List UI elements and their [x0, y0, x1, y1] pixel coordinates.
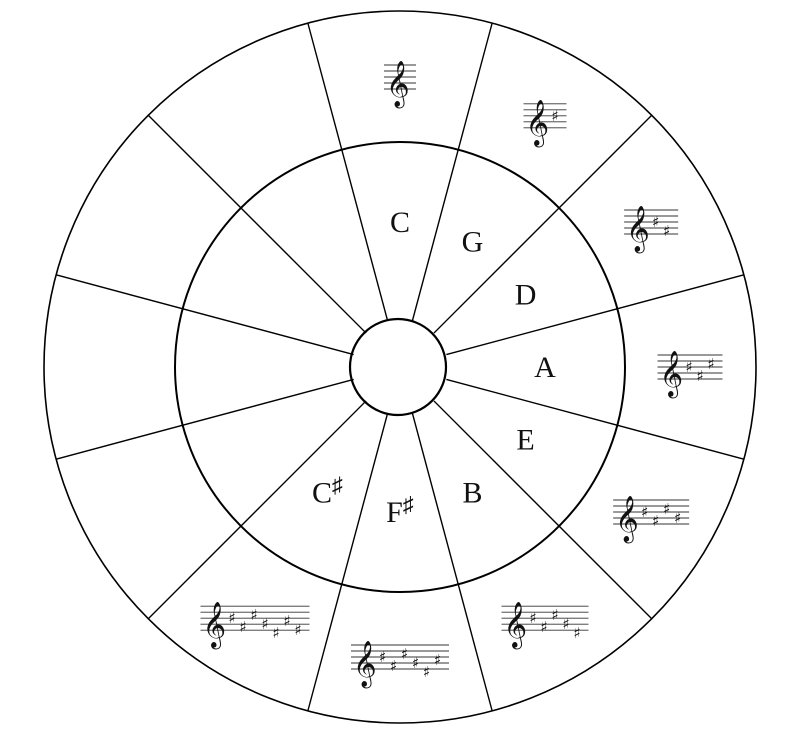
- sharp-icon: ♯: [686, 358, 693, 376]
- sharp-icon: ♯: [434, 651, 441, 669]
- key-label-b: B: [462, 477, 482, 510]
- treble-clef-icon: 𝄞: [203, 602, 227, 650]
- key-label-f-sharp: F♯: [386, 492, 414, 529]
- treble-clef-icon: 𝄞: [660, 351, 684, 399]
- sharp-icon: ♯: [401, 645, 408, 663]
- segment-divider: [307, 22, 389, 321]
- key-signature: 𝄞♯: [523, 100, 567, 148]
- key-signatures: 𝄞𝄞♯𝄞♯♯𝄞♯♯♯𝄞♯♯♯♯𝄞♯♯♯♯♯𝄞♯♯♯♯♯♯𝄞♯♯♯♯♯♯♯: [200, 61, 723, 689]
- sharp-icon: ♯: [251, 606, 258, 624]
- segment-divider: [446, 378, 745, 460]
- key-label-d: D: [515, 279, 537, 312]
- key-signature: 𝄞♯♯: [624, 206, 679, 254]
- sharp-icon: ♯: [295, 621, 302, 639]
- key-label-c-sharp: C♯: [312, 473, 343, 510]
- segment-divider: [147, 114, 367, 334]
- key-signature: 𝄞♯♯♯: [657, 351, 723, 399]
- sharp-icon: ♯: [697, 367, 704, 385]
- key-signature: 𝄞♯♯♯♯: [613, 496, 690, 544]
- rings: [43, 10, 757, 724]
- sharp-icon: ♯: [332, 473, 343, 498]
- key-signature: 𝄞♯♯♯♯♯♯: [351, 641, 449, 689]
- treble-clef-icon: 𝄞: [626, 206, 650, 254]
- key-label-e: E: [516, 424, 534, 457]
- segment-divider: [55, 378, 354, 460]
- segment-divider: [446, 274, 745, 356]
- sharp-icon: ♯: [412, 654, 419, 672]
- segment-divider: [55, 274, 354, 356]
- sharp-icon: ♯: [563, 615, 570, 633]
- sharp-icon: ♯: [663, 222, 670, 240]
- key-signature: 𝄞♯♯♯♯♯: [501, 602, 589, 650]
- segment-divider: [433, 114, 653, 334]
- key-signature: 𝄞: [384, 61, 416, 109]
- segment-divider: [433, 400, 653, 620]
- sharp-icon: ♯: [284, 612, 291, 630]
- sharp-icon: ♯: [641, 503, 648, 521]
- segment-divider: [307, 413, 389, 712]
- sharp-icon: ♯: [530, 609, 537, 627]
- key-signature: 𝄞♯♯♯♯♯♯♯: [200, 602, 310, 650]
- sharp-icon: ♯: [273, 624, 280, 642]
- treble-clef-icon: 𝄞: [504, 602, 528, 650]
- sharp-icon: ♯: [652, 213, 659, 231]
- key-label-a: A: [534, 351, 556, 384]
- sharp-icon: ♯: [379, 648, 386, 666]
- segment-divider: [411, 413, 493, 712]
- treble-clef-icon: 𝄞: [353, 641, 377, 689]
- sharp-icon: ♯: [229, 609, 236, 627]
- sharp-icon: ♯: [390, 657, 397, 675]
- key-label-c: C: [390, 206, 410, 239]
- sharp-icon: ♯: [240, 618, 247, 636]
- segment-divider: [411, 22, 493, 321]
- middle-ring: [174, 141, 626, 593]
- sharp-icon: ♯: [574, 624, 581, 642]
- treble-clef-icon: 𝄞: [386, 61, 410, 109]
- sharp-icon: ♯: [541, 618, 548, 636]
- sharp-icon: ♯: [652, 512, 659, 530]
- key-label-g: G: [462, 225, 484, 258]
- sharp-icon: ♯: [552, 107, 559, 125]
- outer-ring: [43, 10, 757, 724]
- sharp-icon: ♯: [552, 606, 559, 624]
- sharp-icon: ♯: [423, 663, 430, 681]
- sharp-icon: ♯: [262, 615, 269, 633]
- segment-dividers: [55, 22, 745, 712]
- sharp-icon: ♯: [708, 355, 715, 373]
- sharp-icon: ♯: [663, 500, 670, 518]
- sharp-icon: ♯: [403, 492, 414, 517]
- sharp-icon: ♯: [674, 509, 681, 527]
- segment-divider: [147, 400, 367, 620]
- center-hub: [348, 317, 448, 417]
- treble-clef-icon: 𝄞: [526, 100, 550, 148]
- treble-clef-icon: 𝄞: [615, 496, 639, 544]
- key-labels: C GD A E B F♯ C♯: [312, 206, 556, 529]
